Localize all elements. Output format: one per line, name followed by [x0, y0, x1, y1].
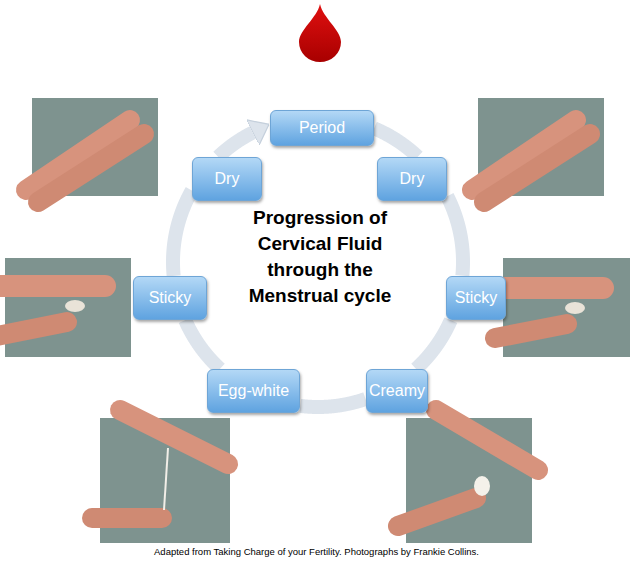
phase-box: Dry	[377, 157, 447, 201]
phase-box: Egg-white	[207, 369, 300, 413]
phase-label: Period	[299, 119, 345, 137]
cycle-arc	[185, 320, 220, 369]
phase-box: Creamy	[366, 369, 428, 413]
photo	[472, 98, 604, 202]
blood-drop	[299, 4, 341, 62]
photo	[398, 410, 538, 543]
phase-box: Period	[270, 110, 374, 146]
phase-box: Sticky	[133, 276, 207, 320]
phase-label: Egg-white	[218, 382, 289, 400]
phase-label: Dry	[400, 170, 425, 188]
phase-label: Dry	[215, 170, 240, 188]
source-caption: Adapted from Taking Charge of your Ferti…	[0, 546, 633, 557]
phase-label: Sticky	[149, 289, 192, 307]
phase-label: Creamy	[369, 382, 425, 400]
phase-label: Sticky	[455, 289, 498, 307]
photo	[26, 98, 158, 202]
phase-box: Sticky	[446, 276, 506, 320]
phase-box: Dry	[192, 157, 262, 201]
cycle-arc	[416, 320, 451, 369]
cycle-arc	[173, 191, 192, 276]
diagram-title: Progression of Cervical Fluid through th…	[235, 205, 405, 309]
photo	[92, 410, 230, 543]
photo	[0, 258, 131, 357]
cycle-arc	[447, 196, 463, 275]
cycle-arc	[218, 132, 253, 156]
cycle-arc	[374, 128, 418, 156]
photo	[495, 258, 630, 357]
cycle-arc	[300, 399, 365, 407]
